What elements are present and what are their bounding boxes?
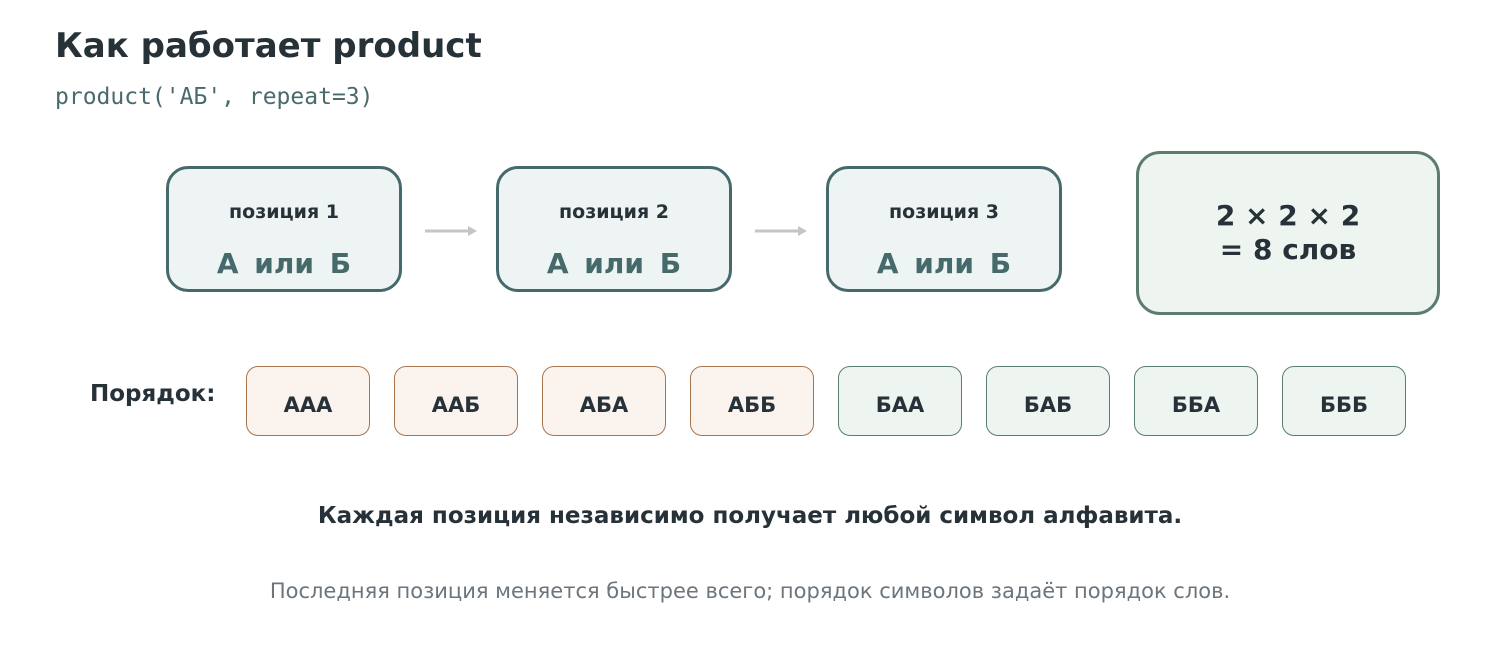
order-label: Порядок: [90,381,216,407]
position-choice: А или Б [546,247,682,280]
main-note: Каждая позиция независимо получает любой… [317,503,1183,529]
word-chip: АББ [690,366,814,436]
word-chip: АБА [542,366,666,436]
word-chip: ББА [1134,366,1258,436]
position-label: позиция 1 [229,201,339,223]
position-box-1: позиция 1 А или Б [166,166,402,292]
page-title: Как работает product [55,26,482,66]
word-chip: БАБ [986,366,1110,436]
position-box-2: позиция 2 А или Б [496,166,732,292]
position-label: позиция 2 [559,201,669,223]
arrow-right-icon [755,226,807,236]
word-chip: БББ [1282,366,1406,436]
position-box-3: позиция 3 А или Б [826,166,1062,292]
position-label: позиция 3 [889,201,999,223]
code-expression: product('АБ', repeat=3) [55,84,374,110]
position-choice: А или Б [876,247,1012,280]
result-formula: 2 × 2 × 2 [1215,199,1361,232]
word-chip: БАА [838,366,962,436]
word-chip: ААБ [394,366,518,436]
sub-note: Последняя позиция меняется быстрее всего… [269,579,1231,603]
result-box: 2 × 2 × 2 = 8 слов [1136,151,1440,315]
arrow-right-icon [425,226,477,236]
word-chip: ААА [246,366,370,436]
result-total: = 8 слов [1219,233,1357,266]
position-choice: А или Б [216,247,352,280]
